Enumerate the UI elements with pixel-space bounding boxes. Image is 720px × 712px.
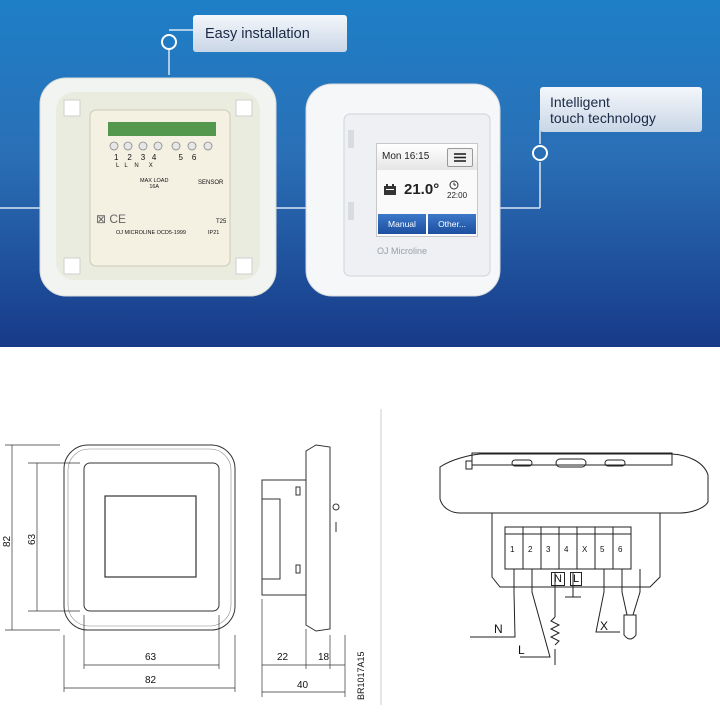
screen-time: Mon 16:15 — [382, 151, 430, 162]
technical-drawings — [5, 409, 709, 705]
screen-temperature: 21.0° — [404, 181, 440, 198]
base-sensor-label: SENSOR — [198, 180, 224, 186]
wiring-terminal-x: X — [582, 545, 588, 554]
manual-button[interactable]: Manual — [378, 214, 426, 234]
wiring-label-l: L — [518, 643, 525, 657]
base-rating: IP21 — [208, 230, 220, 236]
front-view-drawing — [5, 444, 236, 692]
dim-side-total: 40 — [297, 680, 309, 691]
callout-install-text: Easy installation — [205, 25, 310, 42]
wiring-terminal-4: 4 — [564, 545, 569, 554]
callout-dot-install — [161, 34, 177, 50]
callout-easy-installation: Easy installation — [193, 15, 347, 52]
callout-dot-touch — [532, 145, 548, 161]
wiring-terminal-5: 5 — [600, 545, 605, 554]
callout-touch-line1: Intelligent — [550, 93, 610, 110]
ce-mark-icon: ⊠ CE — [96, 212, 127, 226]
base-unit-image — [39, 77, 277, 297]
wiring-terminal-3: 3 — [546, 545, 551, 554]
dim-front-outer-width: 82 — [145, 675, 157, 686]
banner-graphics — [0, 29, 548, 297]
screen-schedule-time: 22:00 — [447, 191, 468, 200]
dim-side-depth-a: 22 — [277, 652, 289, 663]
base-code: T25 — [216, 219, 227, 225]
base-model: OJ MICROLINE OCD5-1999 — [116, 230, 186, 236]
callout-touch-technology: Intelligent touch technology — [540, 87, 702, 132]
other-button[interactable]: Other... — [428, 214, 476, 234]
drawing-reference: BR1017A15 — [356, 651, 366, 700]
base-terminal-labels: L L N X — [116, 163, 153, 169]
base-terminal-numbers: 1 2 3 4 5 6 — [114, 153, 197, 162]
screen-header: Mon 16:15 — [377, 144, 477, 170]
thermostat-brand: OJ Microline — [377, 246, 428, 256]
callout-touch-line2: touch technology — [550, 109, 656, 126]
calendar-icon — [383, 184, 397, 196]
wiring-terminal-6: 6 — [618, 545, 623, 554]
menu-icon[interactable] — [447, 148, 473, 167]
wiring-l-box: L — [570, 572, 583, 586]
thermostat-screen: Mon 16:15 21.0° 22:00 Manual Other... — [376, 143, 478, 237]
wiring-drawing — [439, 452, 709, 665]
wiring-n-box: N — [551, 572, 565, 586]
clock-icon — [449, 180, 461, 190]
wiring-terminal-1: 1 — [510, 545, 515, 554]
wiring-terminal-2: 2 — [528, 545, 533, 554]
dim-side-depth-b: 18 — [318, 652, 330, 663]
product-banner: Easy installation Intelligent touch tech… — [0, 0, 720, 347]
side-view-drawing — [261, 444, 346, 697]
wiring-label-n: N — [494, 622, 503, 636]
wiring-label-x: X — [600, 619, 609, 633]
dim-screen-height: 63 — [27, 533, 38, 545]
dim-front-height: 82 — [2, 535, 13, 547]
dim-front-inner-width: 63 — [145, 652, 157, 663]
